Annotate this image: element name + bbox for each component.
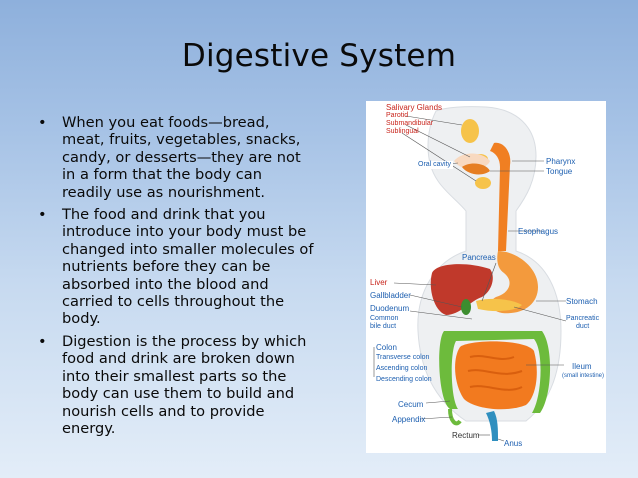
transverse-colon-label: Transverse colon [376, 354, 430, 361]
bullet-text: The food and drink that you introduce in… [62, 206, 314, 328]
esophagus [490, 142, 511, 251]
gallbladder [461, 299, 471, 315]
pancreatic-duct-label-line1: Pancreatic [566, 315, 600, 322]
intestine-folds [467, 355, 523, 391]
parotid-gland [461, 119, 479, 143]
bullet-text: When you eat foods—bread, meat, fruits, … [62, 114, 301, 201]
cecum-label: Cecum [398, 400, 424, 409]
pancreatic-duct-label-line2: duct [576, 323, 590, 330]
appendix [448, 408, 462, 426]
pancreas [476, 298, 522, 312]
rectum-label: Rectum [452, 431, 480, 440]
small-intestine-label: (small intestine) [562, 373, 605, 379]
tongue-label: Tongue [546, 167, 573, 176]
anus-label: Anus [504, 439, 523, 448]
bullet-text: Digestion is the process by which food a… [62, 332, 307, 437]
bullet-list: • When you eat foods—bread, meat, fruits… [38, 114, 314, 442]
pharynx-label: Pharynx [546, 157, 576, 166]
duodenum-label: Duodenum [370, 304, 410, 313]
common-bile-duct-label-line1: Common [370, 315, 399, 322]
liver-label: Liver [370, 278, 388, 287]
submandibular-label: Submandibular [386, 120, 434, 127]
bullet-item: • When you eat foods—bread, meat, fruits… [38, 114, 314, 201]
rectum [486, 411, 498, 441]
colon-label: Colon [376, 343, 397, 352]
small-intestine [455, 341, 537, 410]
sublingual-gland [475, 177, 491, 189]
digestive-system-diagram: Salivary Glands Parotid Submandibular Su… [366, 101, 606, 453]
ileum-label: Ileum [572, 362, 592, 371]
slide-title: Digestive System [181, 38, 457, 74]
common-bile-duct-label-line2: bile duct [370, 323, 397, 330]
descending-colon-label: Descending colon [376, 376, 432, 383]
bullet-glyph: • [38, 114, 47, 131]
anatomy-illustration [373, 106, 567, 442]
liver [430, 264, 493, 315]
salivary-glands-label: Salivary Glands [386, 103, 443, 112]
stomach-label: Stomach [566, 297, 598, 306]
esophagus-label: Esophagus [518, 227, 559, 236]
gallbladder-label: Gallbladder [370, 291, 411, 300]
appendix-label: Appendix [392, 415, 426, 424]
colon [439, 331, 551, 413]
bullet-item: • Digestion is the process by which food… [38, 333, 314, 437]
oral-cavity-label: Oral cavity [416, 161, 454, 169]
bullet-item: • The food and drink that you introduce … [38, 206, 314, 328]
bullet-glyph: • [38, 332, 47, 350]
tongue [462, 163, 490, 175]
sublingual-label: Sublingual [386, 128, 419, 135]
ascending-colon-label: Ascending colon [376, 365, 428, 372]
parotid-label: Parotid [386, 112, 409, 119]
bullet-glyph: • [38, 206, 47, 224]
pancreas-label: Pancreas [462, 253, 496, 262]
stomach [491, 251, 538, 314]
